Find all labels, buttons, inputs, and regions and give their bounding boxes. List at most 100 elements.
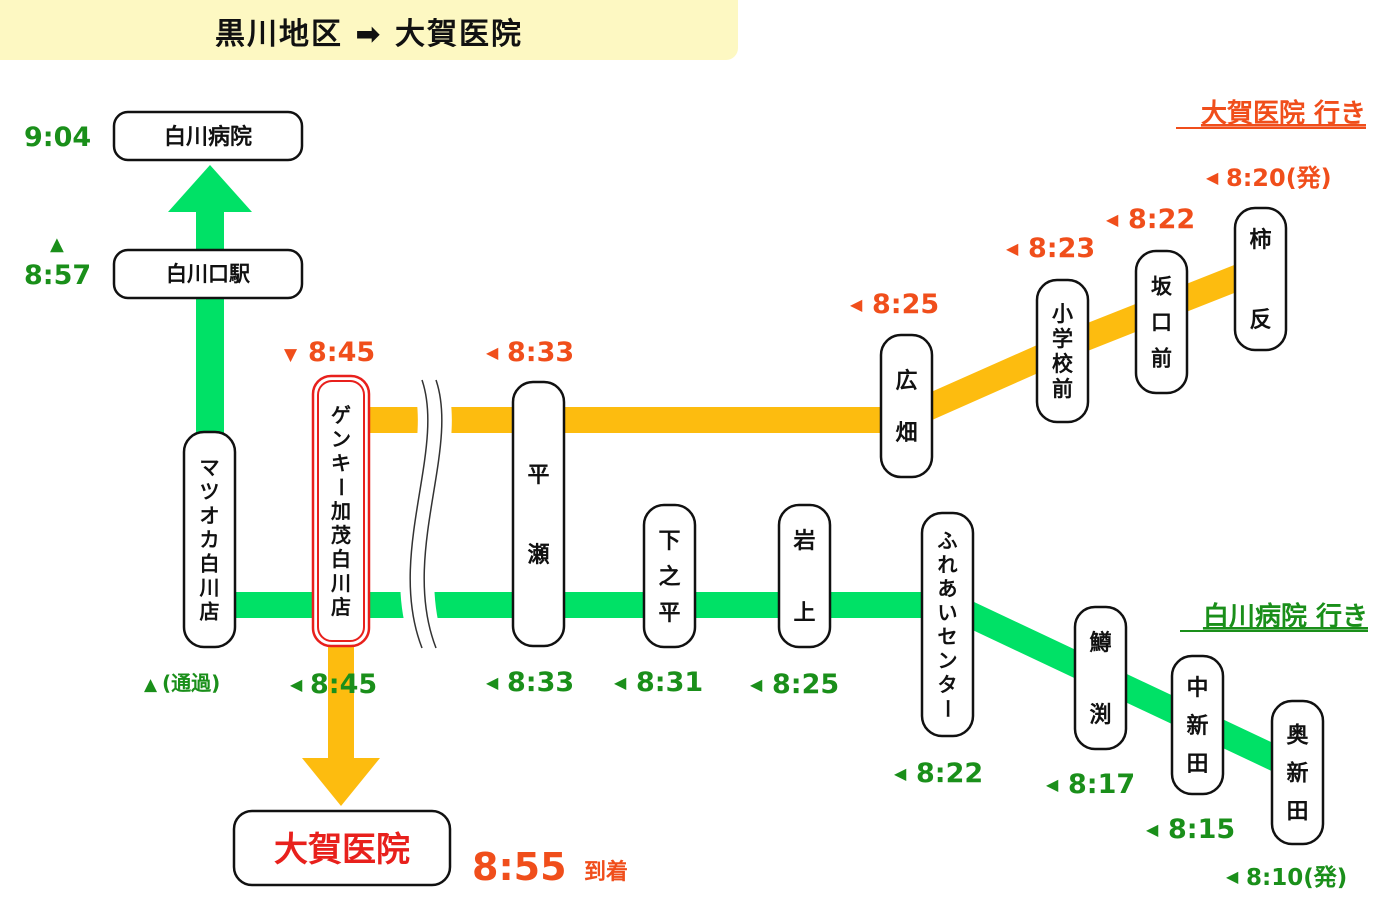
stop-label-char: ー [935,699,959,719]
route-break-line-1 [409,379,429,649]
stop-shirakawa-hospital: 白川病院 [112,110,304,162]
time-shimonohira: 8:31 [636,667,703,698]
stop-label-char: 茂 [331,523,351,547]
left-marker-icon: ◀ [1006,239,1019,258]
green-destination: 白川病院 行き [1203,601,1368,632]
left-marker-icon: ◀ [486,343,499,362]
stop-label-char: オ [200,504,220,528]
stop-iwagami: 岩上 [777,503,832,649]
stop-oga-clinic: 大賀医院 [232,809,452,887]
stop-label-char: ン [938,649,958,673]
time-hirobatake: 8:25 [872,289,939,320]
times: 9:04 ▲ 8:57 ▲ (通過) ▼ 8:45 ◀ 8:45 ◀ 8:33 … [24,122,1347,891]
stop-label-char: 校 [1052,352,1074,376]
stop-label-char: カ [200,528,220,552]
stop-label-char: 鱒 [1089,630,1111,656]
green-arrow-up [168,165,252,212]
stop-box [182,430,237,649]
stop-shirakawaguchi: 白川口駅 [112,248,304,300]
stop-label-char: キ [331,451,351,475]
up-marker-icon: ▲ [144,675,158,695]
arrival-label: 到着 [584,859,628,885]
stop-label-char: あ [938,577,958,601]
left-marker-icon: ◀ [614,673,627,692]
time-kakisori: 8:20(発) [1226,164,1332,192]
stop-sakaguchimae: 坂口前 [1134,249,1189,395]
stop-masubuchi: 鱒渕 [1073,605,1128,751]
header-title: 黒川地区 ➡ 大賀医院 [214,17,524,52]
stop-label-char: 学 [1052,327,1073,351]
stop-shimonohira: 下之平 [642,503,697,649]
down-marker-icon: ▼ [284,345,298,365]
stop-box [1134,249,1189,395]
route-break-line-2 [423,379,443,649]
orange-route-down [328,630,354,762]
stop-label-char: タ [938,673,958,697]
stop-label-char: ン [331,427,351,451]
destination-label: 大賀医院 [274,830,410,870]
time-shirakawa-hospital: 9:04 [24,122,91,153]
vertical-stops: マツオカ白川店ゲンキー加茂白川店平瀬下之平岩上ふれあいセンター鱒渕中新田奥新田広… [182,206,1325,846]
orange-arrow-down [302,758,380,806]
left-marker-icon: ◀ [486,673,499,692]
orange-destination: 大賀医院 行き [1201,98,1366,129]
stop-label-char: 下 [658,529,680,554]
stop-hirase: 平瀬 [511,380,566,648]
stop-label-char: 之 [658,564,680,590]
left-marker-icon: ◀ [1106,210,1119,229]
stop-label-char: 新 [1186,713,1208,739]
left-marker-icon: ◀ [750,675,763,694]
time-genky-orange: 8:45 [308,337,375,368]
stop-label-char: ー [329,477,353,497]
stop-box [511,380,566,648]
stop-label-char: 川 [199,576,220,600]
time-genky-green: 8:45 [310,669,377,700]
stop-box [1270,699,1325,846]
time-hirase-orange: 8:33 [507,337,574,368]
time-fureai: 8:22 [916,758,983,789]
stop-label-char: 渕 [1089,702,1111,728]
stop-label-char: 田 [1186,752,1208,777]
stop-label-char: 岩 [792,529,815,554]
stop-label-char: セ [938,625,958,649]
stop-label-char: 前 [1052,377,1073,401]
stop-label-char: 前 [1151,347,1172,371]
stop-box [1170,654,1225,796]
destination-labels: 大賀医院 行き 白川病院 行き [1176,98,1368,632]
stop-label-char: 川 [330,571,351,595]
stop-label-char: 畑 [895,421,917,446]
stop-box [1073,605,1128,751]
stop-label-char: ツ [200,480,220,504]
stop-label-char: 平 [527,463,549,488]
stop-label-char: 白 [200,552,220,576]
left-marker-icon: ◀ [1206,168,1219,187]
time-hirase-green: 8:33 [507,667,574,698]
stop-hirobatake: 広畑 [879,333,934,479]
stop-nakashinden: 中新田 [1170,654,1225,796]
stop-label-char: れ [938,553,958,577]
stop-box [1035,278,1090,424]
stop-label-char: 平 [658,601,680,626]
stop-box [879,333,934,479]
stop-label-char: 奥 [1286,722,1309,748]
time-matsuoka-pass: (通過) [162,671,220,695]
time-nakashinden: 8:15 [1168,814,1235,845]
stop-okushinden: 奥新田 [1270,699,1325,846]
stop-label-char: 上 [793,601,815,626]
stop-box [920,511,975,738]
left-marker-icon: ◀ [1046,775,1059,794]
stop-label-char: 店 [200,600,220,624]
route-break [400,380,452,648]
left-marker-icon: ◀ [1146,820,1159,839]
stop-box [1233,206,1288,352]
time-oga-arrival: 8:55 [472,845,567,889]
stop-label-char: 広 [895,368,917,394]
highlight-frame-inner [317,380,365,642]
time-shogakkomae: 8:23 [1028,233,1095,264]
stop-label-char: い [938,601,958,625]
time-okushinden: 8:10(発) [1246,865,1347,891]
time-shirakawaguchi: 8:57 [24,260,91,291]
